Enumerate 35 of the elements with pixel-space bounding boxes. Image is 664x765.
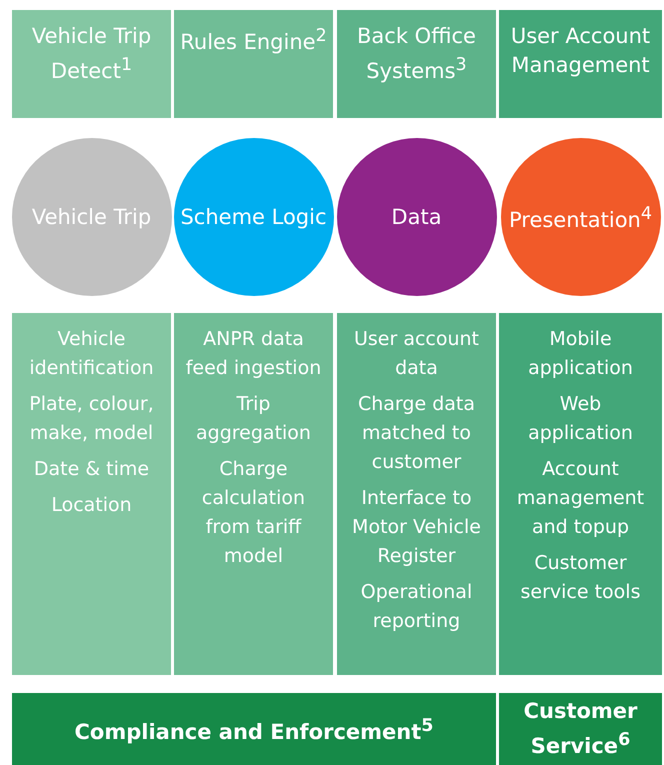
circle-label: Scheme Logic [180,204,327,230]
feature-text: Interface to Motor Vehicle Register [351,486,482,569]
feature-text: Date & time [34,457,150,482]
feature-text: Account management and topup [516,457,646,540]
feature-text: Operational reporting [360,580,474,634]
footer-bar [499,693,662,765]
feature-text: Location [51,493,132,518]
footer-label: Customer Service$^{6}$ [522,698,638,760]
feature-text: Charge data matched to customer [356,392,476,475]
circle-label: Vehicle Trip [32,204,152,230]
header-text: Rules Engine$^{2}$ [180,25,327,56]
feature-panel [174,313,333,675]
header-text: Back Office Systems$^{3}$ [356,23,477,85]
feature-text: Mobile application [527,327,634,381]
feature-text: ANPR data feed ingestion [184,327,322,381]
header-text: User Account Management [510,23,652,79]
feature-panel [499,313,662,675]
header-text: Vehicle Trip Detect$^{1}$ [30,23,152,85]
feature-panel [12,313,171,675]
column-header [499,10,662,118]
column-header [337,10,496,118]
circle-label: Data [391,204,442,230]
footer-label: Compliance and Enforcement$^{5}$ [74,714,434,746]
column-header [174,10,333,118]
feature-text: Plate, colour, make, model [28,392,155,446]
feature-text: Customer service tools [520,551,642,605]
footer-bar [12,693,496,765]
feature-text: User account data [352,327,480,381]
feature-text: Charge calculation from tariff model [200,457,306,569]
feature-text: Vehicle identification [28,327,155,381]
feature-text: Trip aggregation [195,392,312,446]
circle-label: Presentation$^{4}$ [508,202,652,234]
feature-panel [337,313,496,675]
column-header [12,10,171,118]
feature-text: Web application [527,392,634,446]
